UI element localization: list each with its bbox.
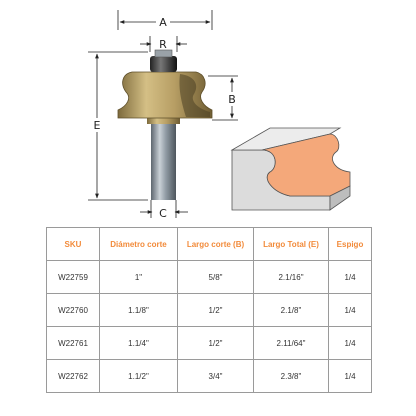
cell-diametro: 1" [99, 260, 178, 294]
cell-sku: W22761 [46, 326, 100, 360]
table-row: W22760 1.1/8" 1/2" 2.1/8" 1/4 [46, 293, 372, 327]
header-sku: SKU [46, 227, 100, 261]
cell-largo-total: 2.1/8" [253, 293, 329, 327]
cell-sku: W22759 [46, 260, 100, 294]
block-top-face [230, 127, 342, 151]
dimension-e-label: E [94, 119, 101, 132]
block-side-face [329, 185, 351, 211]
cell-largo-total: 2.11/64" [253, 326, 329, 360]
cell-espigo: 1/4 [328, 260, 372, 294]
table-header-row: SKU Diámetro corte Largo corte (B) Largo… [46, 227, 372, 261]
dimension-c-label: C [159, 207, 167, 220]
bit-shank [151, 120, 176, 200]
cell-espigo: 1/4 [328, 326, 372, 360]
dimension-r-label: R [159, 38, 167, 51]
table-row: W22759 1" 5/8" 2.1/16" 1/4 [46, 260, 372, 294]
header-diametro-corte: Diámetro corte [99, 227, 178, 261]
router-bit [117, 49, 213, 200]
cell-diametro: 1.1/4" [99, 326, 178, 360]
header-largo-corte: Largo corte (B) [177, 227, 254, 261]
cell-sku: W22760 [46, 293, 100, 327]
cell-sku: W22762 [46, 359, 100, 393]
dimension-b-label: B [228, 93, 236, 106]
header-espigo: Espigo [328, 227, 372, 261]
cell-largo-total: 2.1/16" [253, 260, 329, 294]
cell-largo-corte: 1/2" [177, 326, 254, 360]
cell-largo-corte: 3/4" [177, 359, 254, 393]
cell-diametro: 1.1/2" [99, 359, 178, 393]
cell-diametro: 1.1/8" [99, 293, 178, 327]
cell-espigo: 1/4 [328, 359, 372, 393]
bit-carbide-edge [179, 74, 210, 117]
spec-table: SKU Diámetro corte Largo corte (B) Largo… [46, 227, 372, 393]
cell-espigo: 1/4 [328, 293, 372, 327]
cell-largo-corte: 1/2" [177, 293, 254, 327]
cell-largo-corte: 5/8" [177, 260, 254, 294]
router-bit-diagram: A R B E C [88, 10, 351, 220]
bit-nut [154, 49, 173, 58]
cell-largo-total: 2.3/8" [253, 359, 329, 393]
dimension-a-label: A [159, 16, 167, 29]
table-row: W22762 1.1/2" 3/4" 2.3/8" 1/4 [46, 359, 372, 393]
header-largo-total: Largo Total (E) [253, 227, 329, 261]
table-row: W22761 1.1/4" 1/2" 2.11/64" 1/4 [46, 326, 372, 360]
bit-bearing [150, 56, 177, 72]
profile-block [230, 127, 351, 211]
